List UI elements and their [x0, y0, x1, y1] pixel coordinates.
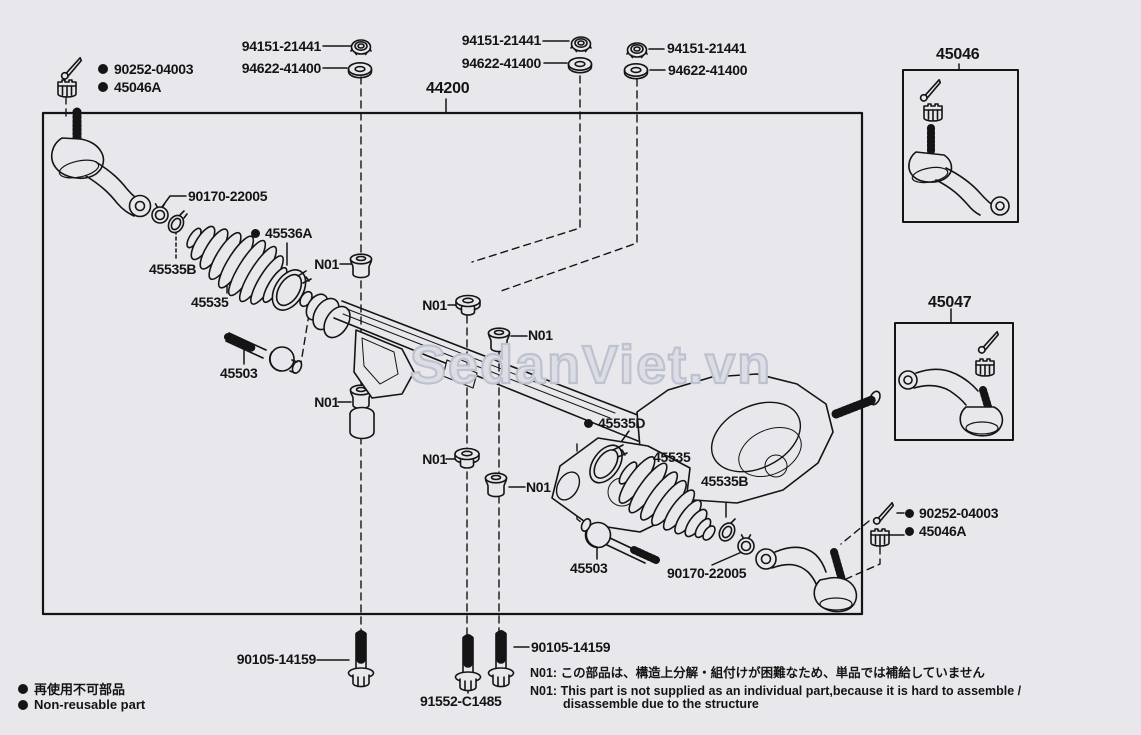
- boot-clamp-large-right: [589, 444, 628, 484]
- washer-icon: [347, 61, 373, 79]
- callout-n01: N01: [422, 451, 447, 467]
- non-reusable-dot: [98, 82, 108, 92]
- part-label-bolt-center: 91552-C1485: [420, 693, 502, 709]
- boot-clamp-small-right: [718, 518, 736, 542]
- part-label-bolt-right: 90105-14159: [531, 639, 611, 655]
- part-label-clamp-right: 90170-22005: [667, 565, 747, 581]
- castle-nut-side-icon: [57, 79, 77, 98]
- cotter-pin-icon: [868, 501, 899, 526]
- tie-rod-end-right-drawing: [755, 546, 858, 613]
- part-label-boot-clamp-large-right: 45535D: [584, 415, 646, 431]
- callout-n01: N01: [528, 327, 553, 343]
- inner-tie-rod-left-drawing: [224, 332, 303, 374]
- part-label-kit-45046: 45046: [936, 46, 980, 63]
- clamp-small-left-icon: [151, 203, 169, 224]
- washer-icon: [567, 56, 593, 74]
- mount-bushing-icon: [484, 472, 508, 498]
- flange-bolt-icon: [349, 632, 374, 687]
- cotter-pin-icon: [56, 56, 87, 81]
- mount-washer-icon: [454, 447, 480, 469]
- flange-bolt-icon: [456, 636, 481, 691]
- part-label-castle-nut-right: 45046A: [905, 523, 967, 539]
- clamp-small-right-icon: [737, 534, 755, 555]
- non-reusable-dot: [18, 683, 28, 694]
- part-label-boot-left: 45535: [191, 294, 229, 310]
- note-en-line1: N01: This part is not supplied as an ind…: [530, 684, 1022, 698]
- callout-n01: N01: [314, 256, 339, 272]
- note-en-line2: disassemble due to the structure: [563, 697, 759, 711]
- non-reusable-dot: [18, 699, 28, 710]
- kit-45046-drawing: [908, 78, 1010, 216]
- castle-nut-side-icon: [870, 528, 890, 547]
- part-label-inner-tie-rod-left: 45503: [220, 365, 258, 381]
- callout-n01: N01: [314, 394, 339, 410]
- part-label-bolt-left: 90105-14159: [236, 651, 317, 667]
- non-reusable-dot: [584, 419, 593, 428]
- flange-bolt-icon: [489, 632, 514, 687]
- part-label-boot-right: 45535: [653, 449, 691, 465]
- legend-non-reusable-jp: 再使用不可部品: [18, 679, 125, 698]
- non-reusable-dot: [98, 64, 108, 74]
- boot-clamp-small-left: [167, 210, 188, 234]
- main-assembly-box: [41, 111, 864, 616]
- castle-nut-top-icon: [626, 42, 648, 59]
- legend-non-reusable-en: Non-reusable part: [18, 697, 145, 712]
- part-label-cotter-pin: 90252-04003: [98, 61, 194, 77]
- part-label-clamp-left: 90170-22005: [188, 188, 268, 204]
- kit-box-45047: [894, 322, 1014, 441]
- part-label-rack-washer: 94622-41400: [241, 60, 322, 76]
- part-label-castle-nut: 45046A: [98, 79, 162, 95]
- boot-right-drawing: [618, 456, 716, 541]
- mount-washer-icon: [455, 294, 481, 316]
- part-label-rack-assembly: 44200: [426, 80, 470, 97]
- part-label-rack-washer: 94622-41400: [461, 55, 542, 71]
- part-label-rack-nut: 94151-21441: [241, 38, 322, 54]
- part-label-rack-nut: 94151-21441: [667, 40, 747, 56]
- washer-icon: [623, 62, 649, 80]
- non-reusable-dot: [251, 229, 260, 238]
- part-label-kit-45047: 45047: [928, 294, 972, 311]
- note-jp: N01: この部品は、構造上分解・組付けが困難なため、単品では補給していません: [530, 666, 985, 680]
- tie-rod-end-left-drawing: [50, 107, 152, 218]
- part-label-cotter-pin-right: 90252-04003: [905, 505, 999, 521]
- callout-n01: N01: [422, 297, 447, 313]
- part-label-boot-clamp-small-right: 45535B: [701, 473, 749, 489]
- watermark: SedanViet.vn: [409, 334, 773, 396]
- part-label-rack-washer: 94622-41400: [668, 62, 748, 78]
- non-reusable-dot: [905, 527, 914, 536]
- kit-box-45046: [902, 69, 1019, 223]
- part-label-rack-nut: 94151-21441: [461, 32, 542, 48]
- kit-45047-drawing: [898, 330, 1004, 437]
- steering-rack-drawing: [299, 290, 881, 533]
- inner-tie-rod-right-drawing: [580, 518, 660, 564]
- boot-clamp-large-left: [271, 269, 312, 311]
- castle-nut-top-icon: [350, 39, 372, 56]
- castle-nut-top-icon: [570, 36, 592, 53]
- non-reusable-dot: [905, 509, 914, 518]
- part-label-boot-clamp-small-left: 45535B: [149, 261, 197, 277]
- part-label-boot-clamp-large-left: 45536A: [251, 225, 313, 241]
- mount-bushing-icon: [349, 253, 373, 279]
- part-label-inner-tie-rod-right: 45503: [570, 560, 608, 576]
- callout-n01: N01: [526, 479, 551, 495]
